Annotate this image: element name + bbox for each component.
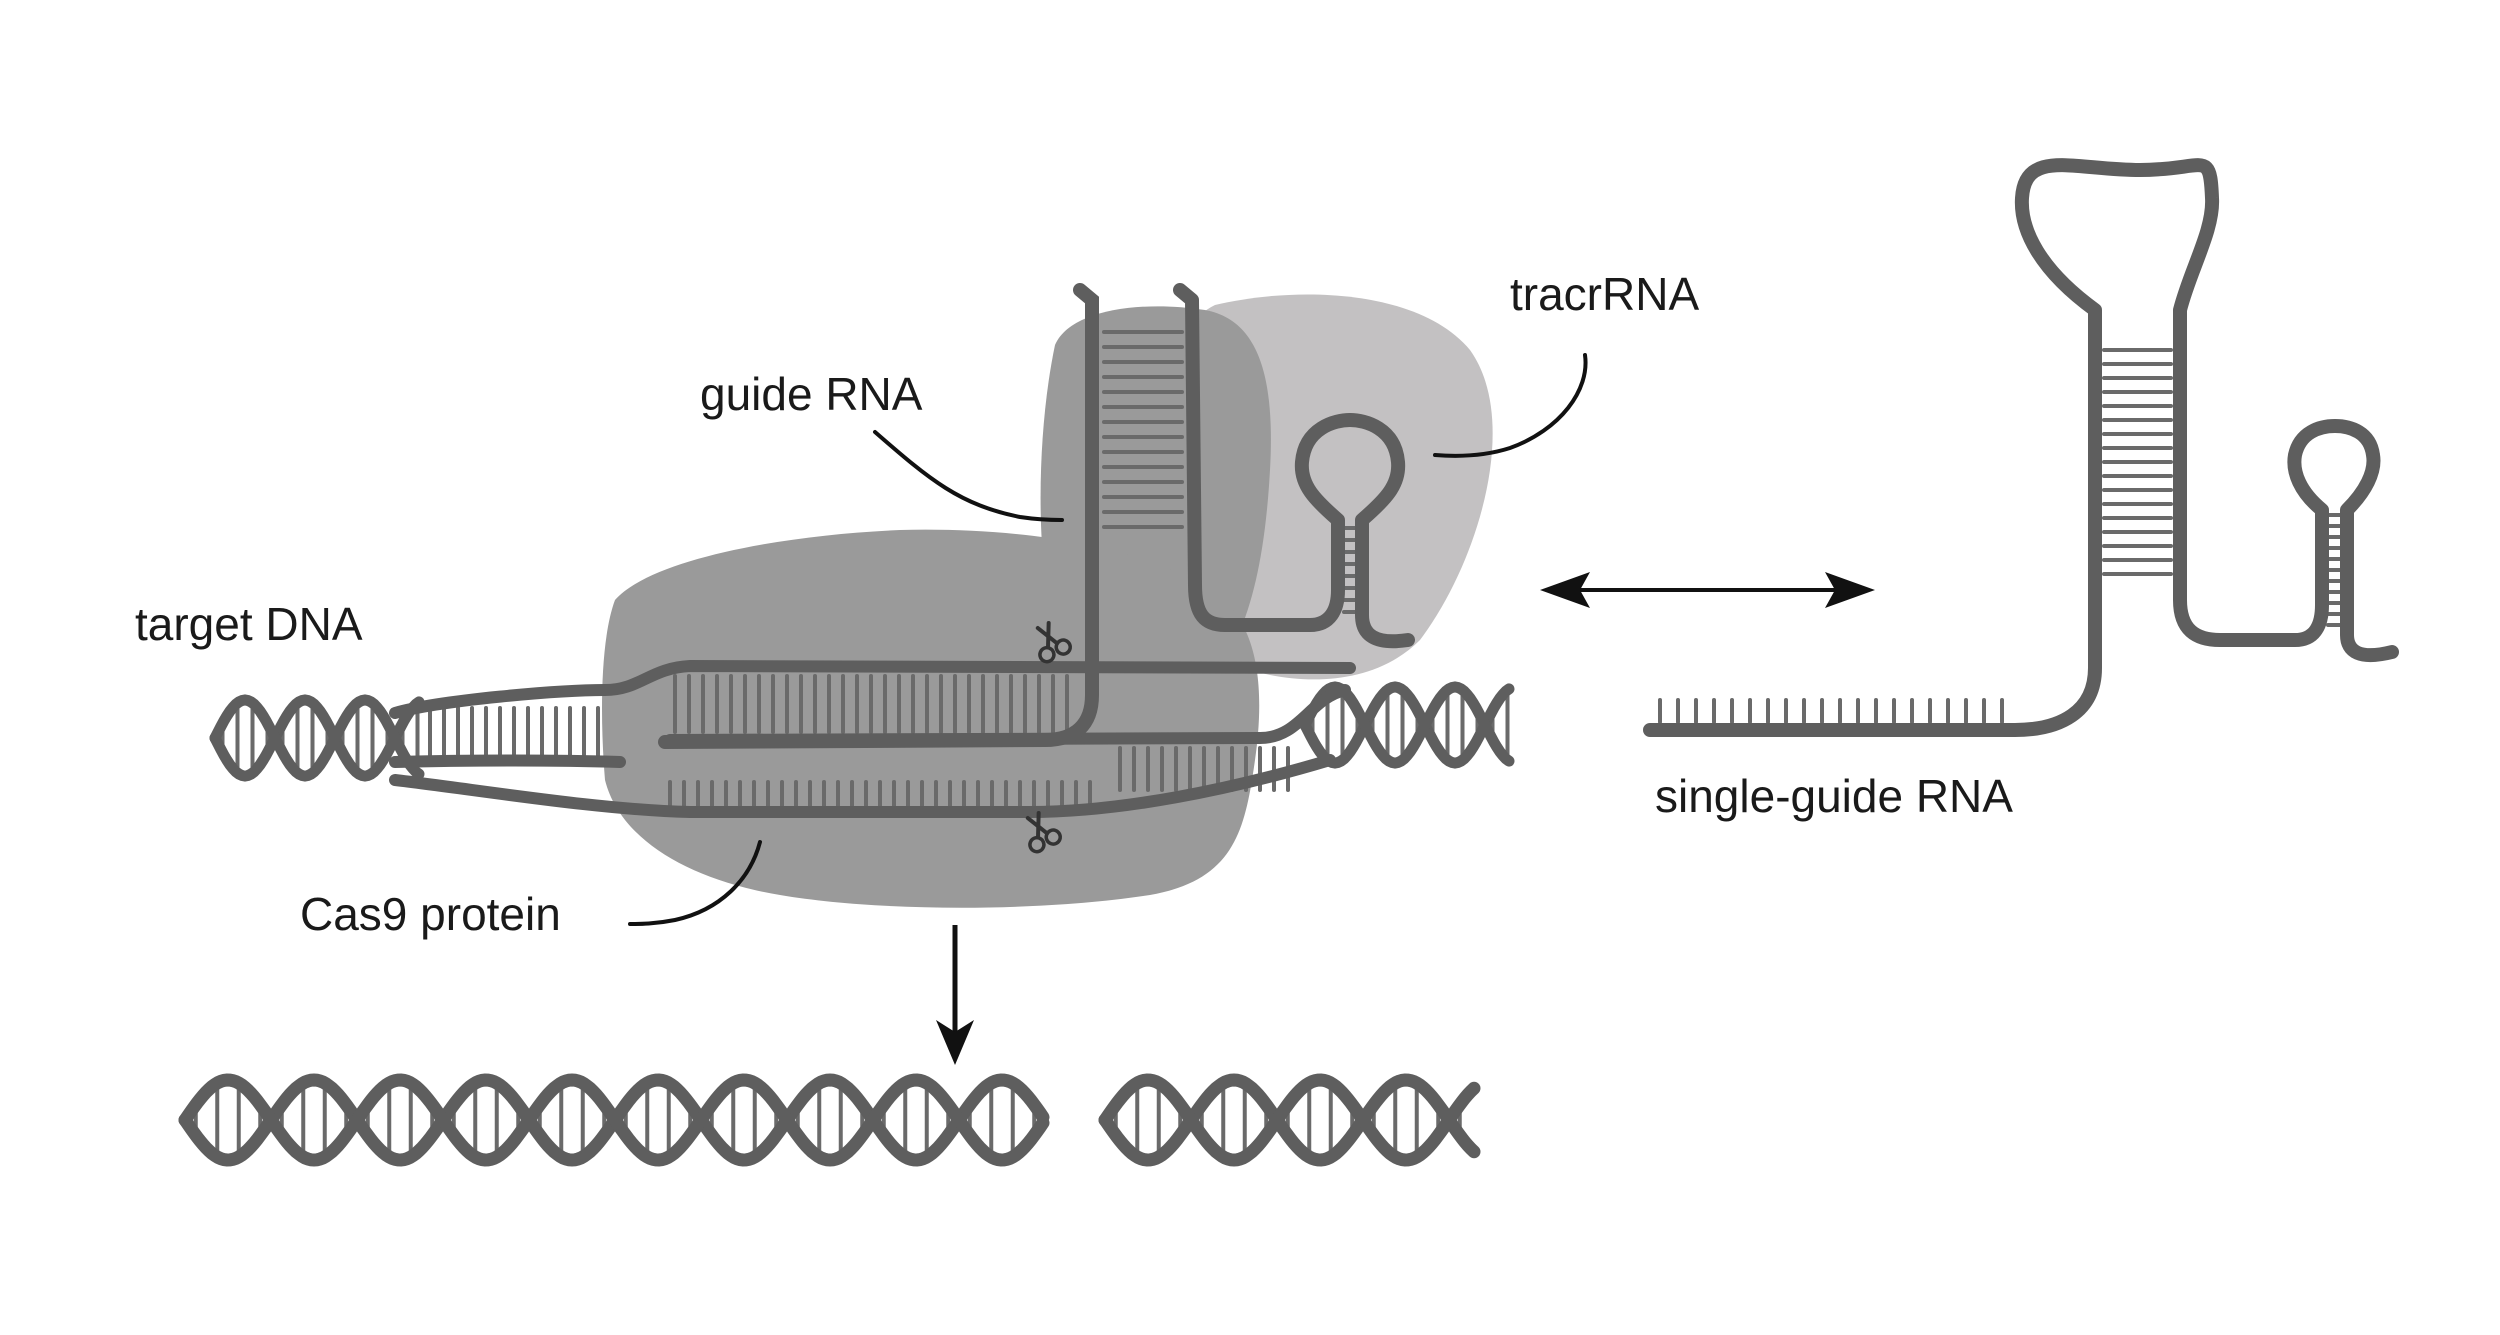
cas9-lobe-main [602, 529, 1260, 908]
bubble-rungs-left [428, 706, 600, 758]
dna-backbone-strand [1098, 1073, 1481, 1167]
tracr-hairpin-base-pairs [1342, 526, 1358, 614]
guide-rna-strand [658, 283, 1099, 749]
dna-middle-strand [389, 754, 626, 768]
sgrna-hairpin-base-pairs [2326, 513, 2343, 627]
dna-backbone-strand [209, 694, 425, 782]
label-tracrrna: tracrRNA [1510, 268, 1699, 320]
label-single-guide-rna: single-guide RNA [1655, 770, 2013, 822]
guide-tracr-stem-base-pairs [1102, 330, 1184, 529]
scissors-icon [1035, 620, 1072, 664]
cas9-protein-leader-line [628, 840, 762, 926]
target-dna-bubble [389, 659, 1356, 818]
double-arrow-icon [1540, 572, 1875, 608]
label-cas9-protein: Cas9 protein [300, 888, 561, 940]
tracrrna-leader-line [1433, 353, 1588, 458]
guide-dna-base-pairs [673, 674, 1069, 734]
arrow-down-icon [936, 925, 974, 1065]
dna-backbone-strand [1098, 1073, 1481, 1167]
guide-rna-leader-line [873, 430, 1064, 522]
dna-backbone-strand [209, 694, 425, 782]
sgrna-stem-base-pairs [2102, 348, 2173, 576]
sgrna-spacer-bases [1658, 698, 2004, 724]
target-dna-helix-left [209, 694, 425, 782]
label-guide-rna: guide RNA [700, 368, 923, 420]
label-target-dna: target DNA [135, 598, 363, 650]
nontarget-strand-bases [668, 780, 1092, 808]
dna-bottom-strand [389, 754, 1336, 818]
cleaved-dna-fragment-left [178, 1073, 1050, 1167]
scissors-icon [1025, 810, 1062, 854]
dna-backbone-strand [178, 1073, 1050, 1167]
tracrrna-strand [1173, 283, 1415, 649]
cleaved-dna-fragment-right [1098, 1073, 1481, 1167]
single-guide-rna [1643, 158, 2399, 737]
dna-inner-strand [664, 684, 1351, 746]
sgrna-strand [1643, 158, 2399, 737]
dna-backbone-strand [1299, 681, 1515, 769]
dna-top-strand [389, 659, 1356, 719]
guide-rna-complex [658, 283, 1415, 749]
